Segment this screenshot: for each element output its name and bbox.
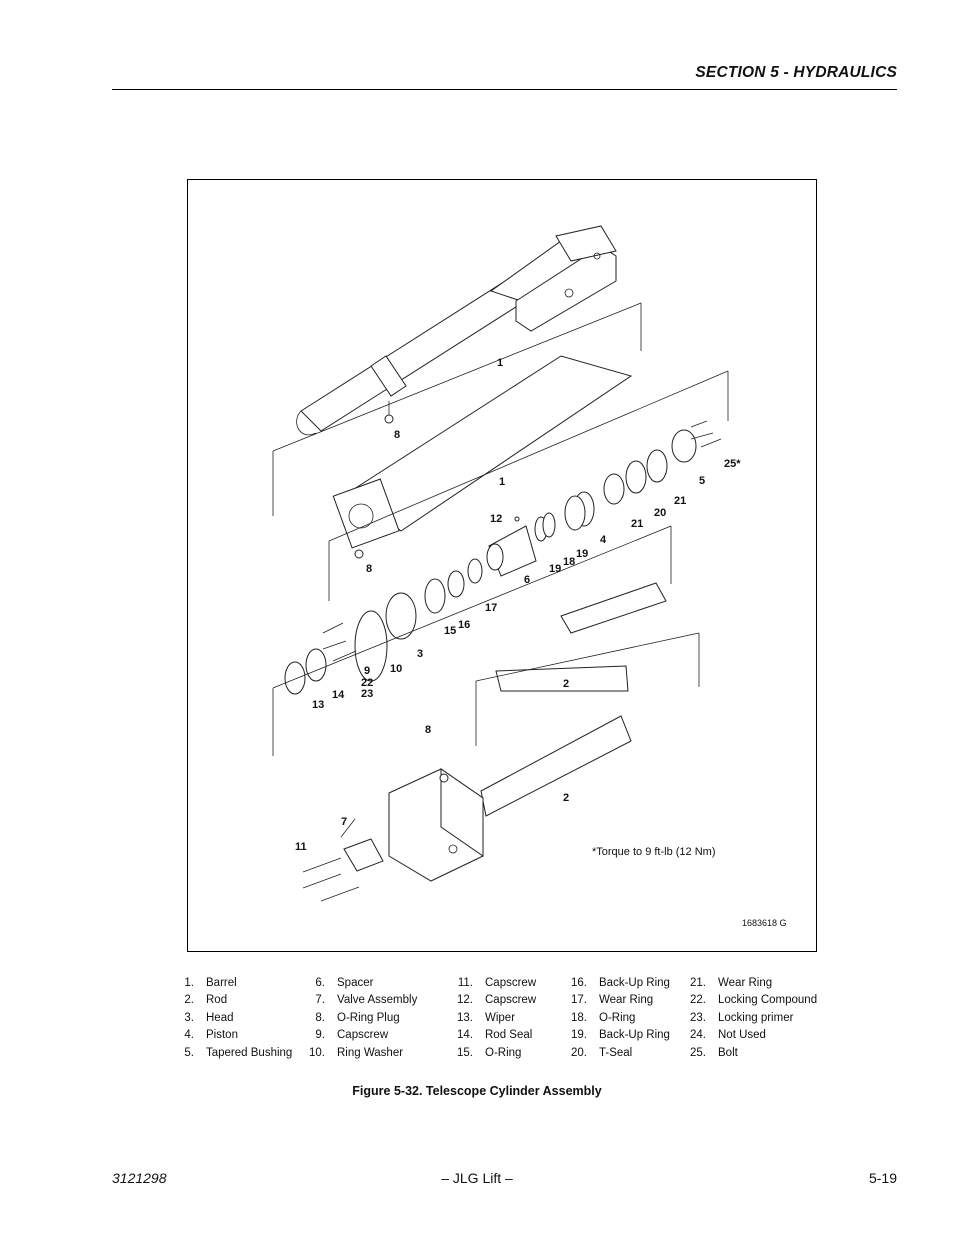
callout-4: 4	[600, 534, 607, 546]
legend-item: 16.Back-Up Ring	[571, 977, 670, 989]
piston-seal-group-drawing	[486, 429, 697, 577]
legend-item: 18.O-Ring	[571, 1011, 636, 1024]
callout-12: 12	[490, 513, 502, 525]
legend-item: 8.O-Ring Plug	[315, 1011, 400, 1024]
legend-item: 11.Capscrew	[457, 977, 537, 989]
callout-2-upper: 2	[563, 678, 569, 690]
callout-18: 18	[563, 556, 575, 568]
callout-21-a: 21	[631, 518, 643, 530]
callout-16: 16	[458, 619, 470, 631]
rod-drawing	[475, 582, 700, 817]
callout-6: 6	[524, 574, 530, 586]
callout-8-lower: 8	[366, 563, 372, 575]
legend-item: 20.T-Seal	[571, 1046, 633, 1059]
legend-item: 21.Wear Ring	[690, 977, 773, 989]
legend-item: 14.Rod Seal	[457, 1029, 533, 1042]
figure-frame: 1 8 1 8 12 6 19 18 19 4 21 20 21 5 25* 1…	[187, 179, 817, 952]
legend-item: 22.Locking Compound	[690, 994, 818, 1007]
header-rule	[112, 89, 897, 90]
legend-item: 3.Head	[184, 1011, 234, 1024]
head-seal-group-drawing	[272, 525, 672, 756]
legend-item: 17.Wear Ring	[571, 994, 654, 1007]
legend-item: 25.Bolt	[690, 1046, 738, 1059]
legend-item: 5.Tapered Bushing	[184, 1046, 293, 1059]
parts-legend-col3: 11.Capscrew 12.Capscrew 13.Wiper 14.Rod …	[451, 975, 536, 1062]
legend-item: 4.Piston	[184, 1029, 238, 1042]
callout-2-lower: 2	[563, 792, 569, 804]
parts-legend-col5: 21.Wear Ring 22.Locking Compound 23.Lock…	[684, 975, 817, 1062]
callout-9: 9	[364, 665, 370, 677]
callout-20: 20	[654, 507, 666, 519]
callout-7: 7	[341, 816, 347, 828]
drawing-number: 1683618 G	[742, 918, 787, 928]
callout-13: 13	[312, 699, 324, 711]
figure-caption: Figure 5-32. Telescope Cylinder Assembly	[352, 1084, 602, 1098]
callout-11: 11	[295, 841, 307, 853]
legend-column-1: 1.Barrel 2.Rod 3.Head 4.Piston 5.Tapered…	[172, 975, 292, 1062]
legend-item: 1.Barrel	[184, 977, 237, 989]
callout-22: 22	[361, 677, 373, 689]
legend-item: 7.Valve Assembly	[315, 994, 418, 1007]
page-number: 5-19	[868, 1170, 897, 1186]
doc-number: 3121298	[112, 1170, 167, 1186]
callout-5: 5	[699, 475, 705, 487]
callout-21-b: 21	[674, 495, 686, 507]
legend-item: 2.Rod	[184, 994, 228, 1007]
exploded-view-drawing: 1 8 1 8 12 6 19 18 19 4 21 20 21 5 25* 1…	[272, 225, 787, 928]
callout-17: 17	[485, 602, 497, 614]
legend-item: 12.Capscrew	[457, 994, 537, 1007]
callout-15: 15	[444, 625, 456, 637]
legend-item: 9.Capscrew	[315, 1029, 389, 1042]
section-title: SECTION 5 - HYDRAULICS	[695, 64, 897, 81]
legend-item: 19.Back-Up Ring	[571, 1029, 670, 1042]
parts-legend-col2: 6.Spacer 7.Valve Assembly 8.O-Ring Plug …	[303, 975, 417, 1062]
barrel-lower-drawing	[328, 355, 729, 601]
base-block-drawing	[302, 768, 484, 902]
legend-item: 6.Spacer	[315, 977, 374, 989]
callout-1-upper: 1	[497, 357, 503, 369]
callout-1-lower: 1	[499, 476, 505, 488]
barrel-upper-drawing	[272, 225, 642, 516]
callout-8-base: 8	[425, 724, 431, 736]
legend-item: 24.Not Used	[690, 1029, 766, 1042]
legend-item: 10.Ring Washer	[309, 1046, 404, 1059]
callout-19-b: 19	[576, 548, 588, 560]
callout-14: 14	[332, 689, 345, 701]
callout-10: 10	[390, 663, 402, 675]
callout-23: 23	[361, 688, 373, 700]
callout-25: 25*	[724, 458, 741, 470]
parts-legend: 1.Barrel 2.Rod 3.Head 4.Piston 5.Tapered…	[172, 975, 292, 1062]
footer-company: – JLG Lift –	[441, 1170, 513, 1186]
callout-8-upper: 8	[394, 429, 400, 441]
callout-3: 3	[417, 648, 423, 660]
capscrews-top-drawing	[322, 420, 722, 662]
callout-19-a: 19	[549, 563, 561, 575]
legend-item: 23.Locking primer	[690, 1011, 794, 1024]
torque-note: *Torque to 9 ft-lb (12 Nm)	[592, 846, 716, 858]
legend-item: 15.O-Ring	[457, 1046, 522, 1059]
legend-item: 13.Wiper	[457, 1011, 516, 1024]
parts-legend-col4: 16.Back-Up Ring 17.Wear Ring 18.O-Ring 1…	[565, 975, 670, 1062]
